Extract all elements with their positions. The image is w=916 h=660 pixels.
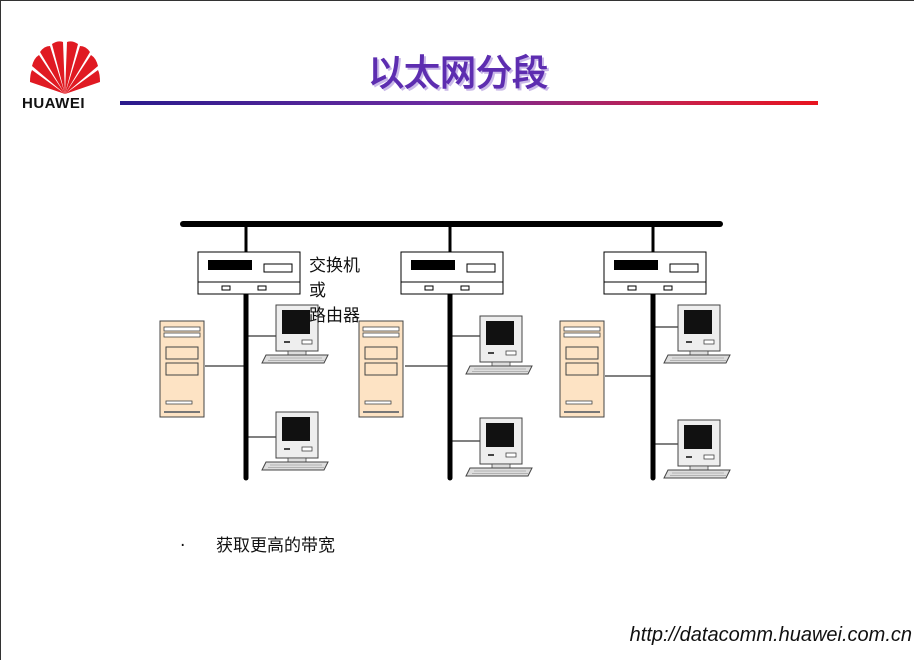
- pc-3a: [663, 304, 731, 364]
- pc-3b: [663, 419, 731, 479]
- switch-2: [400, 251, 504, 295]
- switch-1: [197, 251, 301, 295]
- footer-url: http://datacomm.huawei.com.cn: [629, 624, 912, 646]
- device-label-line1: 交换机或: [309, 256, 360, 301]
- device-label: 交换机或 路由器: [309, 254, 369, 329]
- bullet-item: · 获取更高的带宽: [180, 531, 335, 556]
- title-underline: [120, 101, 818, 105]
- bullet-marker: ·: [180, 536, 186, 556]
- huawei-logo-icon: [30, 41, 100, 94]
- server-1: [159, 320, 205, 418]
- bullet-text: 获取更高的带宽: [216, 536, 335, 556]
- server-2: [358, 320, 404, 418]
- server-3: [559, 320, 605, 418]
- pc-1b: [261, 411, 329, 471]
- logo-text: HUAWEI: [22, 95, 85, 112]
- device-label-line2: 路由器: [309, 306, 360, 326]
- page-title: 以太网分段: [367, 53, 548, 94]
- switch-3: [603, 251, 707, 295]
- pc-2b: [465, 417, 533, 477]
- pc-2a: [465, 315, 533, 375]
